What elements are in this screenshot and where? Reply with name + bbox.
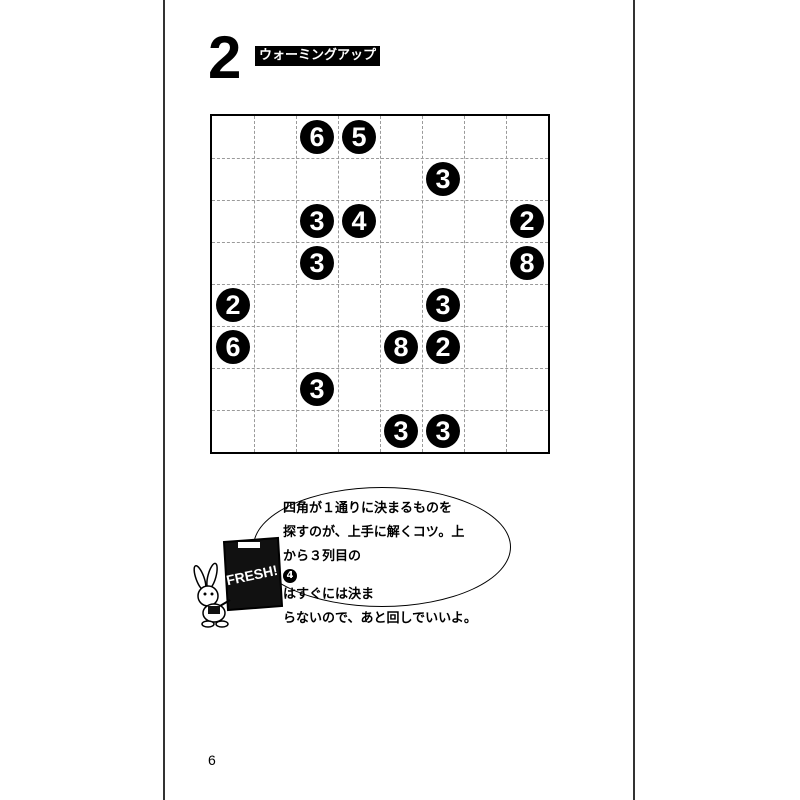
clue-cell: 3	[384, 414, 418, 448]
hint-line-4: らないので、あと回しでいいよ。	[283, 611, 477, 626]
clue-cell: 8	[384, 330, 418, 364]
grid-vline	[506, 116, 507, 452]
book-page	[163, 0, 635, 800]
clue-cell: 3	[426, 288, 460, 322]
grid-hline	[212, 368, 548, 369]
clue-cell: 2	[426, 330, 460, 364]
grid-vline	[464, 116, 465, 452]
clue-cell: 2	[216, 288, 250, 322]
clue-cell: 8	[510, 246, 544, 280]
page-number: 6	[208, 752, 216, 768]
clue-cell: 4	[342, 204, 376, 238]
clue-cell: 6	[300, 120, 334, 154]
clue-cell: 3	[300, 204, 334, 238]
hint-line-3-end: はすぐには決ま	[283, 587, 375, 602]
clue-cell: 3	[300, 246, 334, 280]
grid-vline	[422, 116, 423, 452]
hint-line-3: から３列目の 4 はすぐには決ま	[283, 545, 493, 607]
grid-hline	[212, 410, 548, 411]
grid-hline	[212, 326, 548, 327]
rabbit-mascot-icon: FRESH!	[193, 536, 284, 628]
grid-hline	[212, 284, 548, 285]
clue-cell: 2	[510, 204, 544, 238]
hint-text: 四角が１通りに決まるものを 探すのが、上手に解くコツ。上 から３列目の 4 はすぐに…	[283, 497, 493, 631]
clue-cell: 6	[216, 330, 250, 364]
hint-line-1: 四角が１通りに決まるものを	[283, 501, 453, 516]
clue-cell: 3	[300, 372, 334, 406]
clue-cell: 3	[426, 162, 460, 196]
puzzle-number: 2	[208, 24, 242, 91]
puzzle-label: ウォーミングアップ	[255, 46, 381, 66]
clue-cell: 3	[426, 414, 460, 448]
hint-line-2: 探すのが、上手に解くコツ。上	[283, 525, 465, 540]
hint-line-3-start: から３列目の	[283, 549, 362, 564]
clue-cell: 5	[342, 120, 376, 154]
inline-clue-badge: 4	[283, 569, 297, 583]
